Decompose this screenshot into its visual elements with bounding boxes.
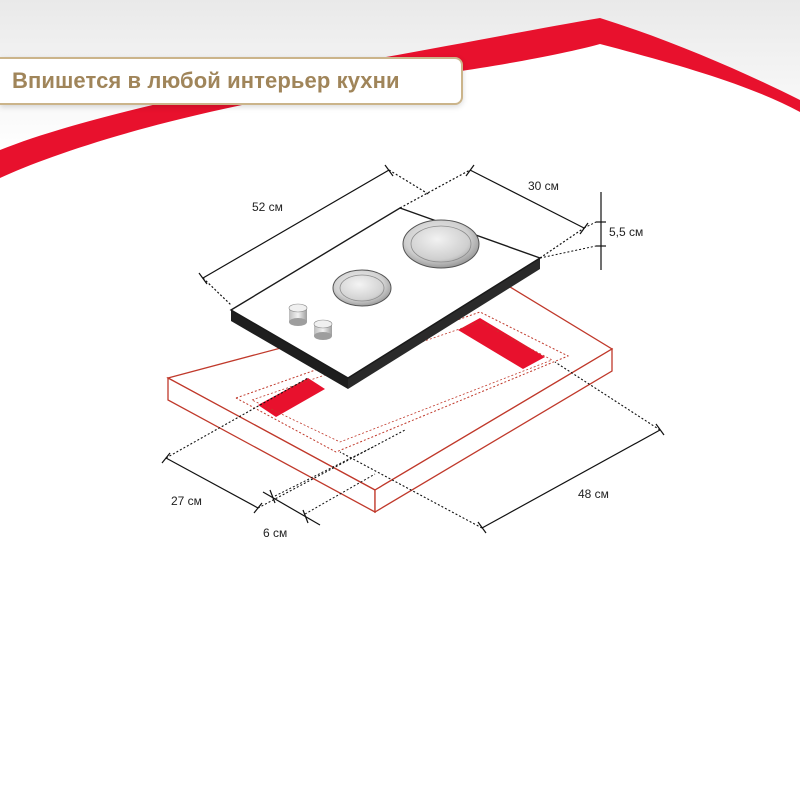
small-burner-ring bbox=[339, 274, 385, 302]
knob-right bbox=[313, 319, 333, 340]
dimension-hob-length bbox=[198, 164, 431, 306]
dimension-hob-width bbox=[399, 164, 589, 259]
hob-side-face bbox=[231, 310, 348, 389]
large-burner bbox=[402, 219, 480, 269]
hob-front-face bbox=[348, 258, 540, 389]
dimension-hob-height bbox=[539, 192, 606, 270]
label-hob-height: 5,5 см bbox=[609, 225, 643, 239]
countertop-side-face bbox=[374, 347, 613, 514]
dimension-edge-offset bbox=[262, 445, 376, 526]
cutout-left-edge bbox=[258, 378, 325, 417]
cutout-right-edge bbox=[458, 318, 545, 369]
large-burner-ring bbox=[410, 225, 472, 263]
label-hob-length: 52 см bbox=[252, 200, 283, 214]
headline-banner: Впишется в любой интерьер кухни bbox=[0, 57, 463, 105]
small-burner bbox=[332, 269, 392, 307]
headline-text: Впишется в любой интерьер кухни bbox=[12, 68, 400, 93]
dimension-cutout-length bbox=[339, 361, 665, 534]
dimension-cutout-width bbox=[161, 377, 406, 514]
knob-left bbox=[288, 303, 308, 326]
label-edge-offset: 6 см bbox=[263, 526, 287, 540]
label-hob-width: 30 см bbox=[528, 179, 559, 193]
label-cutout-length: 48 см bbox=[578, 487, 609, 501]
label-cutout-width: 27 см bbox=[171, 494, 202, 508]
background-shade bbox=[0, 0, 800, 150]
